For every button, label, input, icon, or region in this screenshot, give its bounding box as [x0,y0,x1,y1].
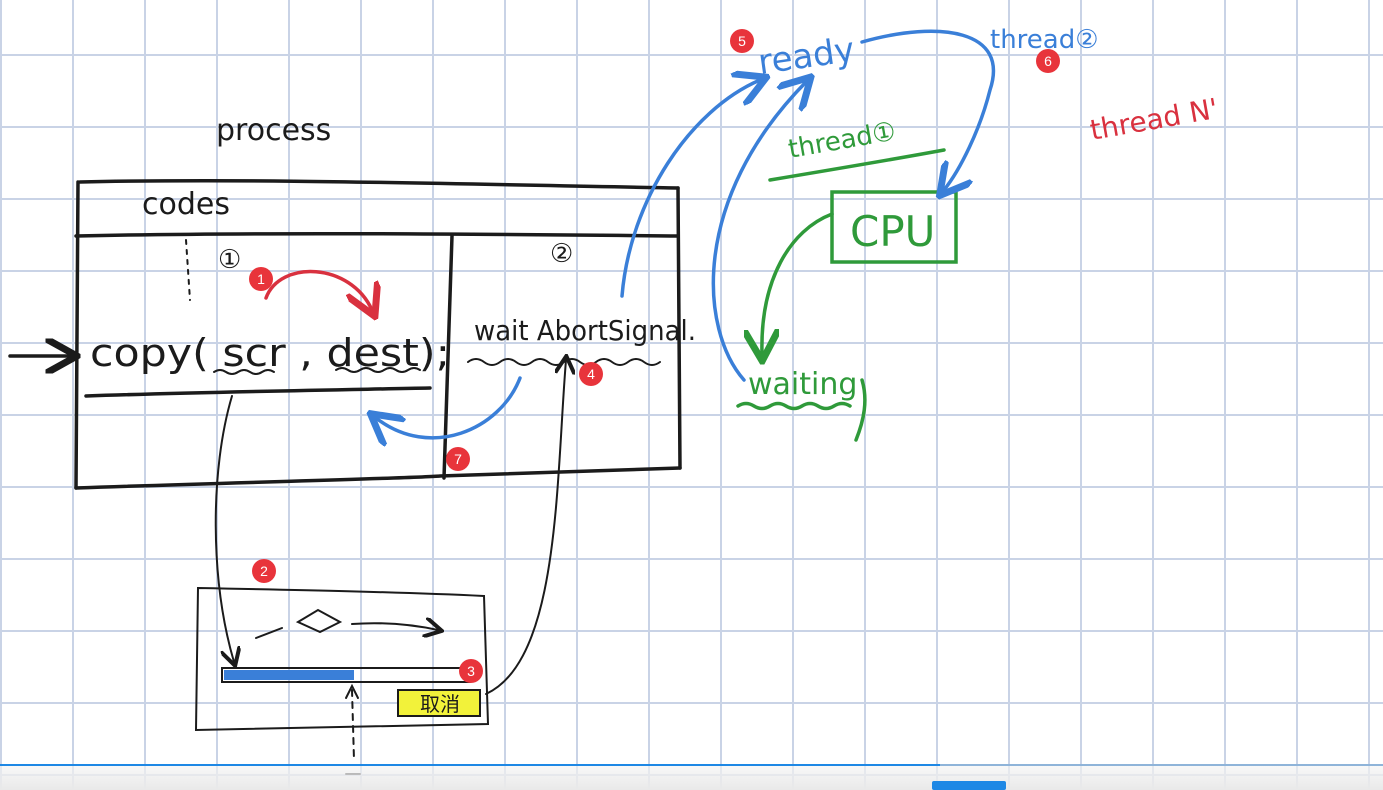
cancel-to-wait-arrow [485,360,566,695]
section-1-label: ① [218,245,241,275]
video-progress-fill [0,764,941,766]
svg-text:1: 1 [257,271,265,287]
wait-underline [467,358,661,366]
blue-return-arrow [376,376,522,438]
waiting-underline [736,401,852,411]
scr-underline [213,369,275,375]
thread-1-label: thread① [786,117,898,165]
cpu-box: CPU [830,190,958,264]
badge-2: 2 [252,559,276,583]
codes-label: codes [142,187,230,222]
badge-7: 7 [446,447,470,471]
copy-to-dialog-arrow [214,395,234,662]
badge-3: 3 [459,659,483,683]
svg-text:3: 3 [467,663,475,679]
svg-text:5: 5 [738,33,746,49]
cancel-button-label: 取消 [420,692,460,716]
cancel-button[interactable]: 取消 [397,689,481,717]
badge-4: 4 [579,362,603,386]
process-box [74,178,682,490]
copy-call-text: copy( scr , dest); [90,331,450,375]
waiting-to-ready-arrow [711,82,806,382]
svg-text:7: 7 [454,451,462,467]
wait-call-text: wait AbortSignal. [474,314,696,347]
svg-text:2: 2 [260,563,268,579]
cpu-label: CPU [850,207,935,256]
svg-text:6: 6 [1044,53,1052,69]
thread-n-label: thread N' [1087,92,1220,147]
progress-bar-fill [224,670,354,680]
dest-underline [335,367,421,373]
video-scrub-handle[interactable] [932,781,1006,790]
cpu-to-waiting-arrow [762,212,834,354]
ready-to-cpu-arrow [860,29,996,190]
badge-5: 5 [730,29,754,53]
video-controls-bar [0,764,1383,790]
thread-1-underline [768,148,946,182]
ready-label: ready [756,30,857,83]
badge-6: 6 [1036,49,1060,73]
waiting-label: waiting [748,367,857,402]
process-label: process [216,113,331,148]
red-loop-arrow [264,269,372,310]
svg-text:4: 4 [587,366,595,382]
wait-to-ready-arrow [620,80,760,298]
badge-1: 1 [249,267,273,291]
copy-dialog [194,586,490,775]
section-2-label: ② [550,239,573,269]
waiting-tail [854,378,867,442]
